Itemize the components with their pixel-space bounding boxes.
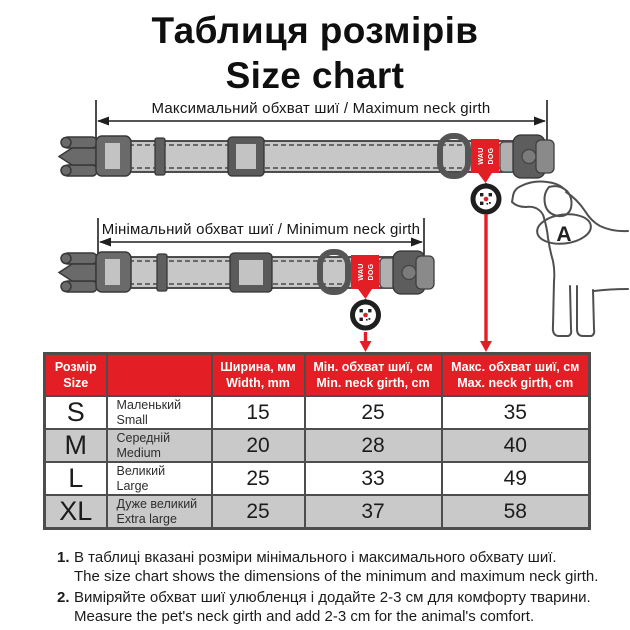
header-size-en: Size [63,376,89,390]
note-text-en: The size chart shows the dimensions of t… [74,568,599,585]
min-girth-value: 28 [303,428,443,463]
min-girth-label: Мінімальний обхват шиї / Minimum neck gi… [102,221,420,238]
width-value: 20 [210,428,306,463]
strap-keeper [154,137,166,176]
max-girth-value: 40 [440,428,591,463]
dog-collar-line [536,213,592,245]
page-title: Таблиця розмірів Size chart [0,8,630,98]
max-girth-label: Максимальний обхват шиї / Maximum neck g… [152,100,491,117]
waudog-tag: WAU DOG [471,139,499,183]
header-name-empty [105,352,213,397]
max-column-pointer-arrow-icon [480,214,492,352]
header-min-ua: Мін. обхват шиї, см [313,359,433,374]
size-name-en: Extra large [116,511,177,526]
header-max-ua: Макс. обхват шиї, см [451,359,580,374]
waudog-tag-text-1: WAU [358,263,365,280]
note-2: 2. Виміряйте обхват шиї улюбленця і дода… [57,588,607,626]
size-name-ua: Середній [116,431,171,445]
min-girth-value: 33 [303,461,443,496]
min-girth-value: 37 [303,494,443,530]
collar-diagram: Максимальний обхват шиї / Maximum neck g… [57,100,629,352]
min-arrowhead-right-icon [411,237,423,247]
waudog-tag-text-1: WAU [478,147,485,164]
max-arrowhead-right-icon [534,116,546,126]
note-text-ua: В таблиці вказані розміри мінімального і… [74,549,557,566]
size-name-en: Medium [116,445,161,460]
waudog-tag: WAU DOG [351,255,379,299]
page-title-en: Size chart [225,55,405,96]
size-label: S [43,395,108,430]
header-min-en: Min. neck girth, cm [316,376,430,390]
width-value: 25 [210,494,306,530]
d-ring-icon [437,133,471,179]
buckle-female-icon [499,134,555,179]
qr-pendant-icon [470,183,502,215]
collar-max-illustration: WAU DOG [57,133,555,352]
header-max-girth: Макс. обхват шиї, см Max. neck girth, cm [440,352,591,397]
header-min-girth: Мін. обхват шиї, см Min. neck girth, cm [303,352,443,397]
collar-position-marker: A [556,223,571,246]
note-1: 1. В таблиці вказані розміри мінімальног… [57,548,607,586]
max-girth-value: 35 [440,395,591,430]
note-number: 1. [57,549,70,566]
size-name-en: Large [116,478,149,493]
min-arrowhead-left-icon [99,237,111,247]
qr-pendant-icon [350,299,381,331]
min-column-pointer-arrow-icon [359,332,372,352]
header-max-en: Max. neck girth, cm [457,376,574,390]
size-name-ua: Маленький [116,398,182,412]
size-label: XL [43,494,108,530]
note-text-en: Measure the pet's neck girth and add 2-3… [74,608,535,625]
buckle-male-icon [57,251,132,293]
triglide-slider-icon [227,136,265,177]
d-ring-icon [317,249,351,295]
size-name-ua: Дуже великий [116,497,198,511]
header-width: Ширина, мм Width, mm [210,352,306,397]
strap-keeper [156,253,168,292]
buckle-male-icon [57,135,132,177]
collar-min-illustration: WAU DOG [57,249,435,352]
min-girth-measure-arrow [97,218,425,257]
note-text-ua: Виміряйте обхват шиї улюбленця і додайте… [74,589,591,606]
buckle-female-icon [379,250,435,295]
width-value: 15 [210,395,306,430]
header-width-en: Width, mm [226,376,290,390]
note-text: Виміряйте обхват шиї улюбленця і додайте… [74,588,591,626]
header-size-ua: Розмір [54,359,97,374]
header-width-ua: Ширина, мм [220,359,296,374]
min-girth-value: 25 [303,395,443,430]
note-text: В таблиці вказані розміри мінімального і… [74,548,598,586]
page-title-ua: Таблиця розмірів [151,10,479,51]
size-name-en: Small [116,412,148,427]
width-value: 25 [210,461,306,496]
footnotes: 1. В таблиці вказані розміри мінімальног… [57,548,607,628]
size-label: M [43,428,108,463]
max-girth-value: 58 [440,494,591,530]
max-girth-measure-arrow [95,100,548,140]
note-number: 2. [57,589,70,606]
max-arrowhead-left-icon [97,116,109,126]
waudog-tag-text-2: DOG [488,147,495,164]
size-label: L [43,461,108,496]
dog-illustration [511,180,629,337]
triglide-slider-icon [229,252,273,293]
max-girth-value: 49 [440,461,591,496]
waudog-tag-text-2: DOG [368,263,375,280]
size-name-ua: Великий [116,464,166,478]
